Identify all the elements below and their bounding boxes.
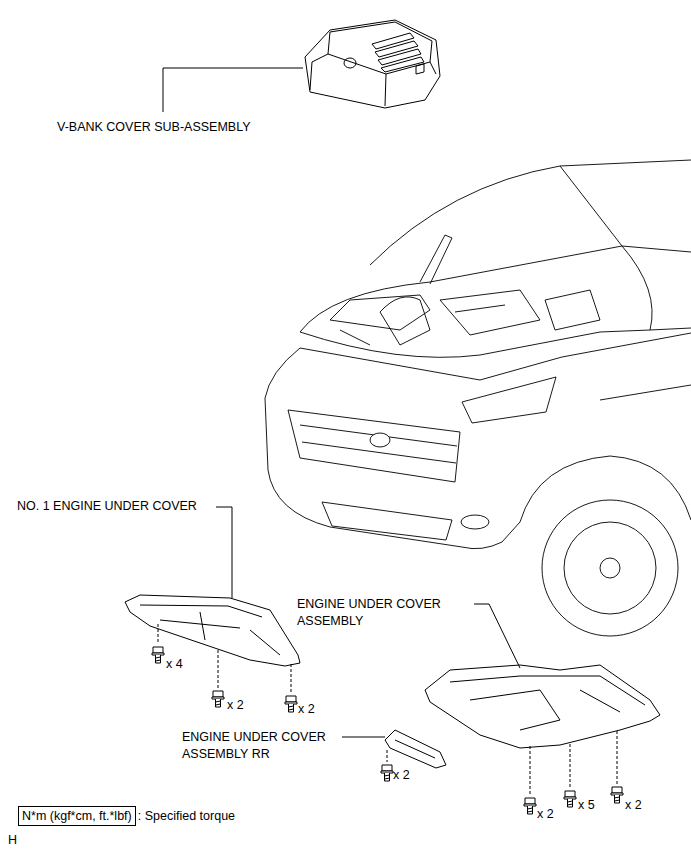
part-label: x 2 xyxy=(393,767,410,784)
part-label: x 2 xyxy=(537,806,554,823)
torque-unit-text: N*m (kgf*cm, ft.*lbf) xyxy=(22,809,132,823)
torque-box: N*m (kgf*cm, ft.*lbf) xyxy=(18,806,136,826)
no1-engine-under-cover xyxy=(125,507,300,712)
part-label: : Specified torque xyxy=(138,808,235,825)
part-label: ENGINE UNDER COVER ASSEMBLY xyxy=(297,596,472,630)
part-label: V-BANK COVER SUB-ASSEMBLY xyxy=(57,119,251,136)
part-label: NO. 1 ENGINE UNDER COVER xyxy=(17,498,197,515)
part-label: H xyxy=(8,832,17,849)
part-label: ENGINE UNDER COVER ASSEMBLY RR xyxy=(182,729,357,763)
v-bank-cover xyxy=(163,20,440,112)
engine-under-cover-assembly xyxy=(425,604,660,814)
part-label: x 2 xyxy=(298,701,315,718)
part-label: x 4 xyxy=(166,656,183,673)
part-label: x 2 xyxy=(625,797,642,814)
part-label: x 2 xyxy=(227,697,244,714)
vehicle xyxy=(265,160,691,636)
part-label: x 5 xyxy=(578,797,595,814)
